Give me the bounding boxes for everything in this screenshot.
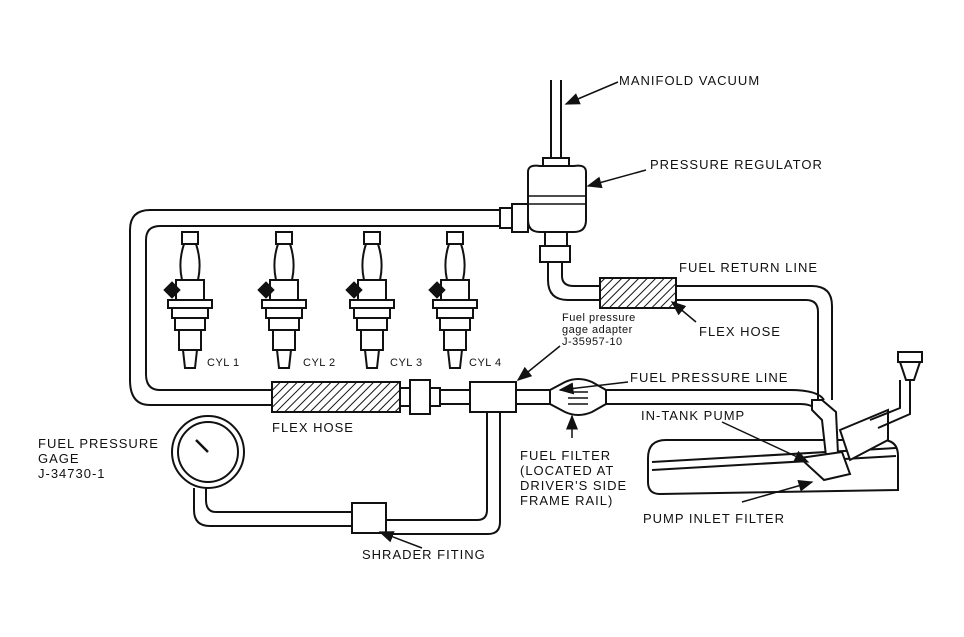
label-fuel-pressure-gage-2: GAGE [38, 451, 80, 466]
label-manifold-vacuum: MANIFOLD VACUUM [619, 73, 761, 88]
label-gage-adapter-1: Fuel pressure [562, 312, 636, 324]
gage-line [193, 412, 501, 535]
label-cyl-3: CYL 3 [390, 357, 423, 369]
label-fuel-return-line: FUEL RETURN LINE [679, 260, 819, 275]
label-cyl-4: CYL 4 [469, 357, 502, 369]
leader-arrows [378, 81, 814, 549]
injector-connector [345, 281, 363, 299]
injector-connector [257, 281, 275, 299]
label-flex-hose-supply: FLEX HOSE [272, 420, 354, 435]
injector-1 [163, 231, 213, 369]
manifold-vacuum-line [550, 80, 562, 160]
label-pump-inlet-filter: PUMP INLET FILTER [643, 511, 785, 526]
label-fuel-pressure-gage-1: FUEL PRESSURE [38, 436, 159, 451]
label-in-tank-pump: IN-TANK PUMP [641, 408, 746, 423]
label-shrader-fitting: SHRADER FITING [362, 547, 486, 562]
supply-flex-hose [271, 381, 401, 413]
injector-connector [163, 281, 181, 299]
label-fuel-pressure-line: FUEL PRESSURE LINE [630, 370, 789, 385]
label-fuel-filter-4: FRAME RAIL) [520, 493, 614, 508]
fuel-tank [647, 351, 923, 496]
label-gage-adapter-3: J-35957-10 [562, 336, 623, 348]
fuel-pressure-gage [171, 415, 245, 489]
label-cyl-1: CYL 1 [207, 357, 240, 369]
label-fuel-filter-2: (LOCATED AT [520, 463, 615, 478]
label-cyl-2: CYL 2 [303, 357, 336, 369]
fuel-rail [129, 203, 529, 406]
in-tank-pump-body [797, 450, 852, 482]
return-flex-hose [599, 277, 677, 309]
fuel-return-line [547, 262, 833, 400]
injectors [163, 231, 478, 369]
injector-2 [257, 231, 307, 369]
pressure-regulator [527, 157, 587, 263]
label-fuel-pressure-gage-3: J-34730-1 [38, 466, 106, 481]
label-flex-hose-return: FLEX HOSE [699, 324, 781, 339]
shrader-fitting [351, 502, 387, 534]
injector-3 [345, 231, 395, 369]
label-gage-adapter-2: gage adapter [562, 324, 633, 336]
gage-adapter [469, 381, 517, 413]
label-fuel-filter-1: FUEL FILTER [520, 448, 612, 463]
label-fuel-filter-3: DRIVER'S SIDE [520, 478, 628, 493]
injector-connector [428, 281, 446, 299]
injector-4 [428, 231, 478, 369]
label-pressure-regulator: PRESSURE REGULATOR [650, 157, 823, 172]
